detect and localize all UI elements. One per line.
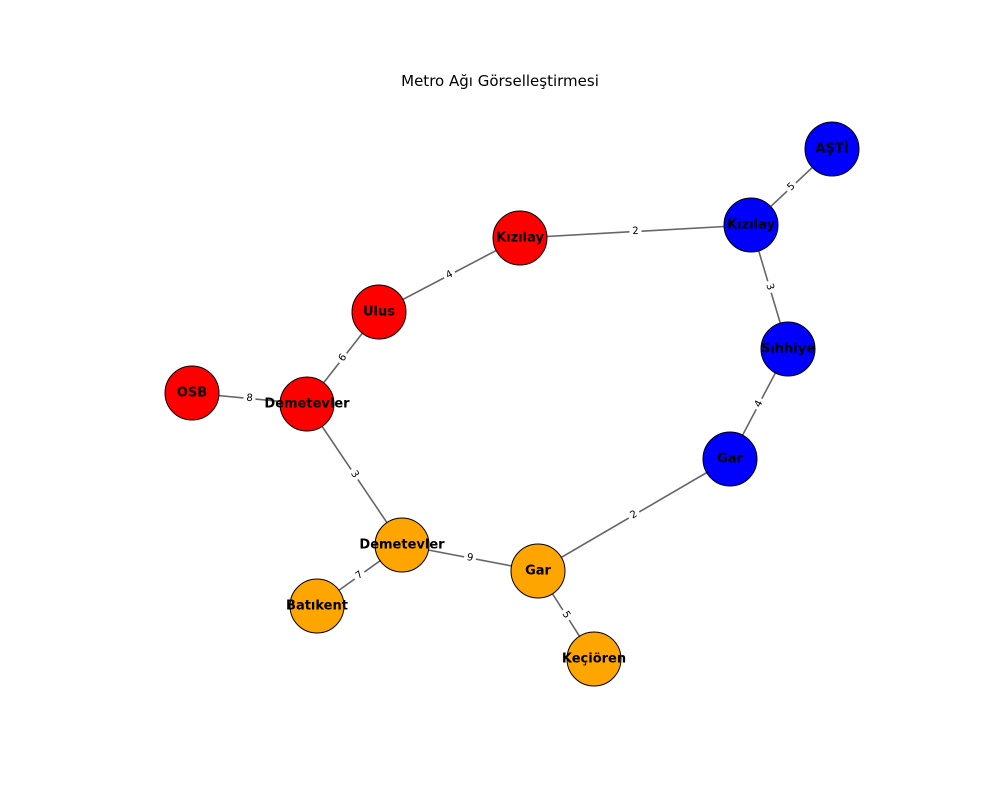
edge-weight-label-background: [345, 465, 364, 484]
station-node-r_osb: OSB: [164, 365, 220, 421]
station-label: Keçiören: [562, 652, 626, 667]
edge-weight-label: 4: [440, 266, 459, 284]
edge-weight-label-background: [750, 395, 768, 413]
nodes-layer: OSBDemetevlerUlusKızılayKızılayAŞTİSıhhi…: [164, 121, 860, 687]
edge-weight-label: 3: [345, 465, 364, 484]
station-node-o_demetevler: Demetevler: [359, 517, 445, 573]
edge-weight-label: 3: [761, 279, 778, 295]
edge-weight-text: 5: [560, 609, 573, 620]
station-circle: [289, 578, 345, 634]
station-circle: [492, 210, 548, 266]
edge-weight-text: 9: [466, 552, 474, 564]
station-circle: [510, 543, 566, 599]
edge-weight-label-background: [782, 177, 801, 197]
station-circle: [351, 284, 407, 340]
edge-weight-label-background: [556, 606, 576, 624]
station-node-b_sihhiye: Sıhhiye: [760, 321, 816, 377]
edge-weight-text: 4: [444, 269, 455, 282]
edge-weight-label-background: [333, 348, 353, 368]
edge-weight-label-background: [629, 224, 642, 239]
edge-weight-label: 9: [462, 549, 478, 567]
station-node-b_kizilay: Kızılay: [723, 197, 779, 253]
diagram-title: Metro Ağı Görselleştirmesi: [401, 72, 599, 90]
edge-weight-label-background: [761, 279, 778, 295]
station-node-o_gar: Gar: [510, 543, 566, 599]
edge-weight-text: 2: [632, 226, 639, 237]
station-label: Kızılay: [727, 218, 775, 233]
edge-labels-layer: 8 6 4 2 5 3 4 2 3 9 7 5: [242, 177, 801, 624]
station-circle: [279, 376, 335, 432]
station-label: Demetevler: [359, 538, 445, 553]
station-label: Gar: [717, 452, 743, 467]
edge-weight-label: 5: [556, 606, 576, 624]
station-node-r_demetevler: Demetevler: [264, 376, 350, 432]
edge-weight-text: 3: [348, 469, 361, 480]
edge-weight-label: 2: [625, 505, 643, 525]
edge-weight-text: 4: [753, 399, 766, 410]
edge-weight-text: 2: [628, 509, 639, 522]
station-node-r_ulus: Ulus: [351, 284, 407, 340]
station-label: Gar: [525, 564, 551, 579]
station-node-o_batikent: Batıkent: [286, 578, 348, 634]
edge-weight-label-background: [350, 566, 369, 585]
station-circle: [164, 365, 220, 421]
station-label: OSB: [177, 386, 207, 401]
edge-weight-label: 5: [782, 177, 801, 197]
station-node-b_gar: Gar: [702, 431, 758, 487]
station-circle: [374, 517, 430, 573]
edge-weight-label: 4: [750, 395, 768, 413]
edge-weight-label-background: [242, 390, 257, 407]
edge-weight-text: 8: [246, 393, 253, 405]
station-label: AŞTİ: [815, 141, 848, 157]
station-label: Sıhhiye: [761, 342, 815, 357]
station-node-o_kecioren: Keçiören: [562, 631, 626, 687]
edge-weight-label-background: [462, 549, 478, 567]
edge-weight-label: 8: [242, 390, 257, 407]
edge-weight-text: 3: [763, 282, 775, 291]
station-circle: [804, 121, 860, 177]
edge-weight-text: 6: [337, 352, 350, 364]
station-circle: [702, 431, 758, 487]
station-label: Demetevler: [264, 397, 350, 412]
edge-weight-text: 7: [354, 569, 366, 582]
edge-weight-label: 6: [333, 348, 353, 368]
station-circle: [566, 631, 622, 687]
edge-weight-label-background: [625, 505, 643, 525]
station-label: Batıkent: [286, 599, 348, 614]
edge-weight-label: 7: [350, 566, 369, 585]
station-label: Ulus: [363, 305, 395, 320]
station-circle: [760, 321, 816, 377]
station-node-b_asti: AŞTİ: [804, 121, 860, 177]
station-circle: [723, 197, 779, 253]
edge-weight-label: 2: [629, 224, 642, 239]
station-label: Kızılay: [496, 231, 544, 246]
station-node-r_kizilay: Kızılay: [492, 210, 548, 266]
edge-weight-label-background: [440, 266, 459, 284]
